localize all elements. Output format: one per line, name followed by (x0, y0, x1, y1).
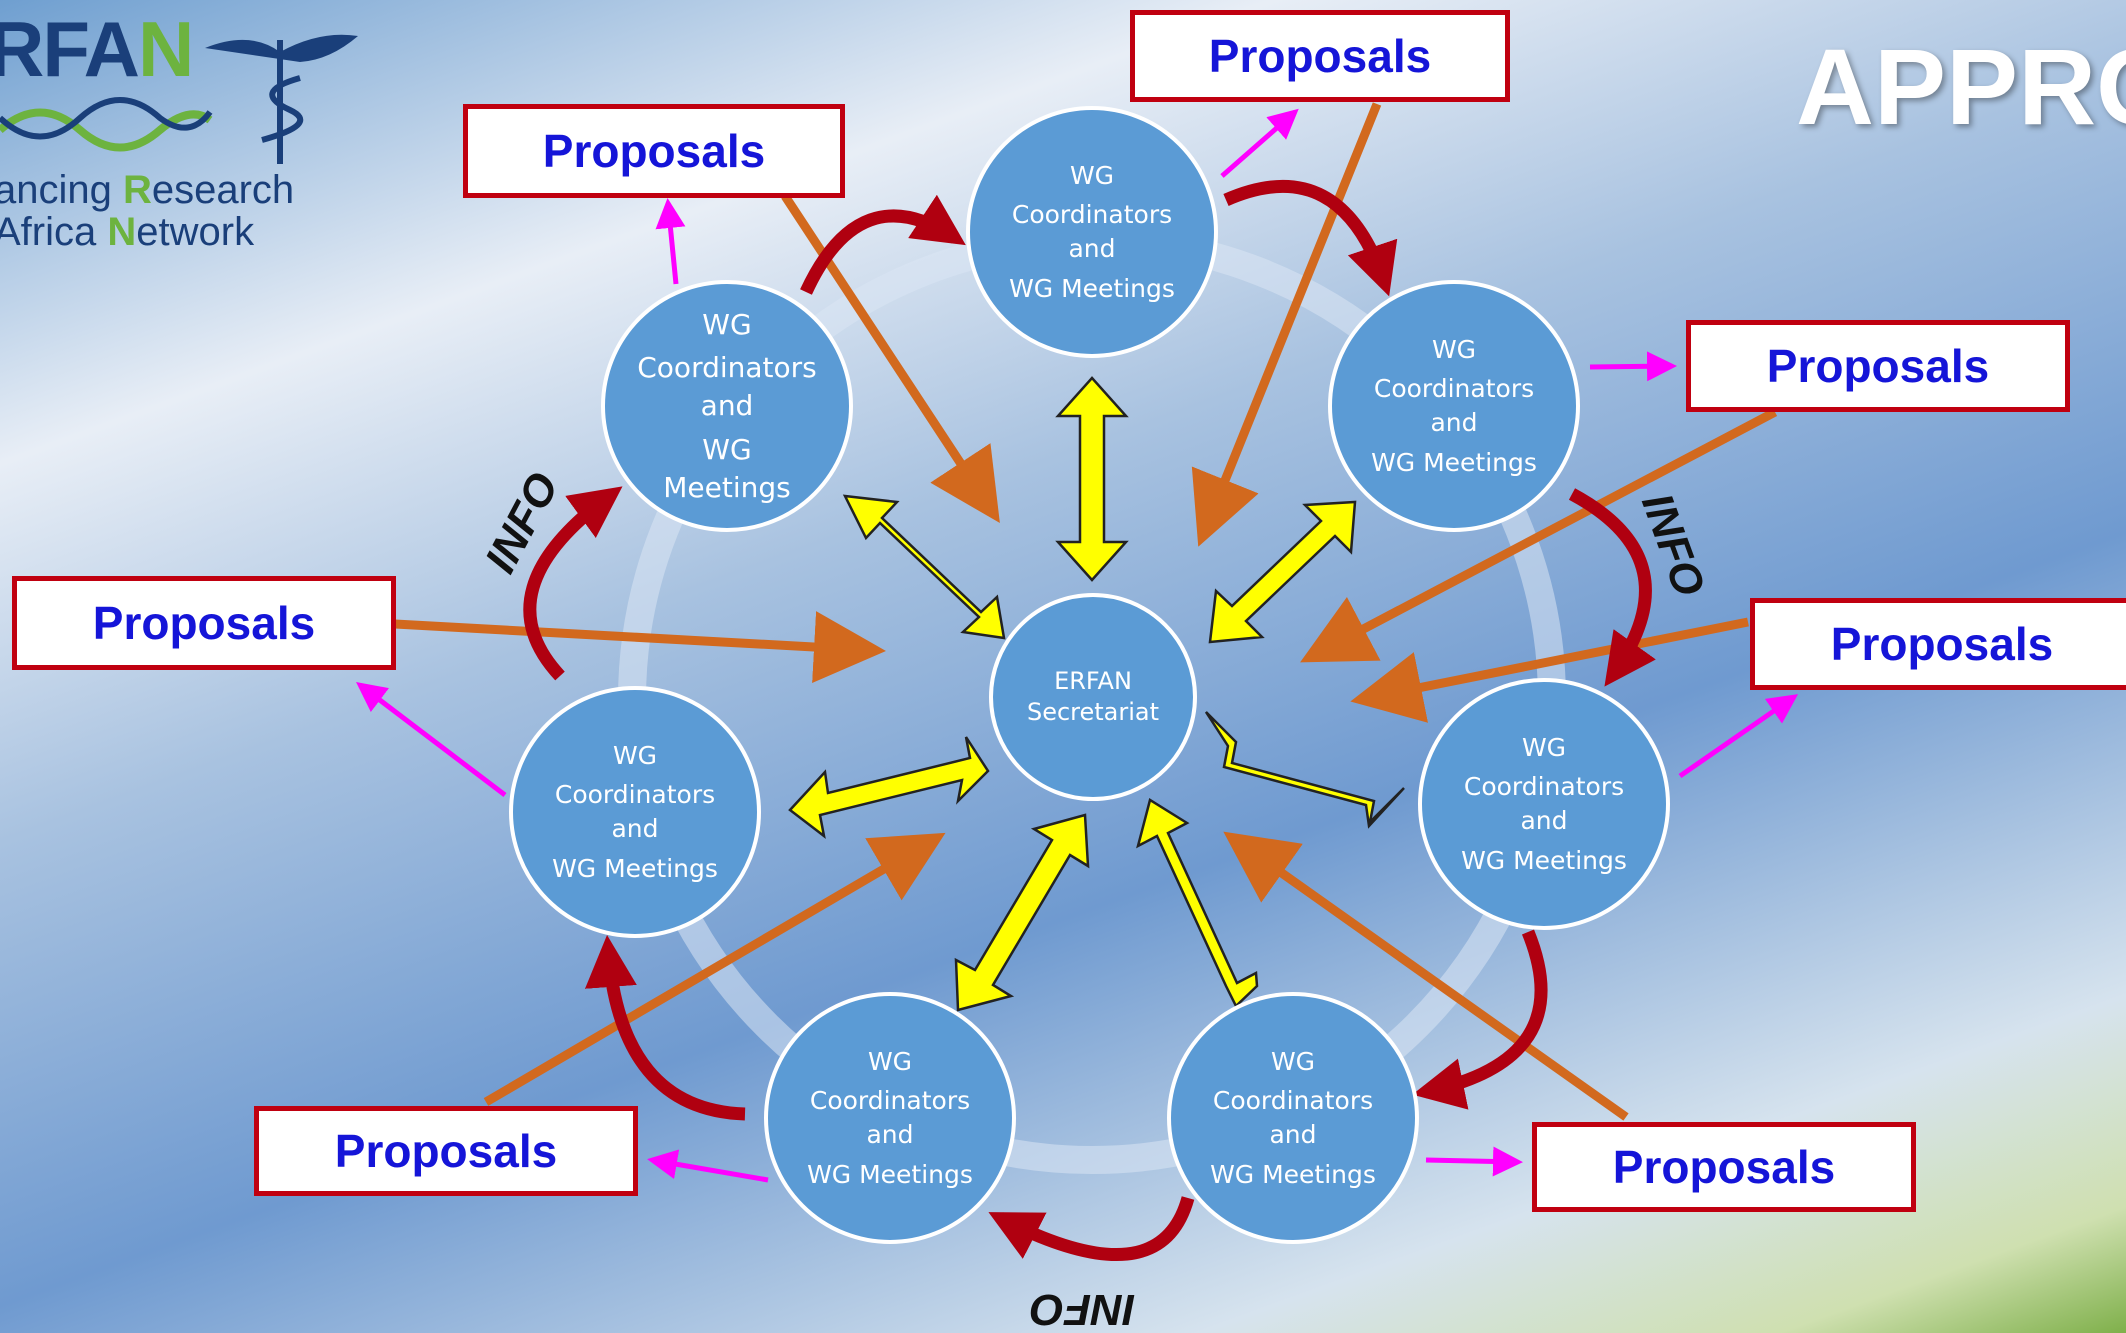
proposals-box-right: Proposals (1750, 598, 2126, 690)
red-curve-2 (1223, 180, 1398, 297)
yellow-arrow-right (1204, 711, 1405, 829)
yellow-double-arrows (788, 376, 1405, 1012)
red-curve-7 (523, 486, 623, 681)
logo-snake (261, 75, 304, 143)
magenta-arrow-1 (655, 198, 686, 285)
orange-arrow-4 (1350, 617, 1749, 723)
yellow-arrow-bottom-right (1136, 798, 1259, 1009)
logo-wordmark: RFAN (0, 5, 194, 93)
orange-arrow-7 (394, 611, 886, 683)
yellow-arrow-top-right (1208, 500, 1357, 644)
center-label-2: Secretariat (1026, 698, 1160, 726)
proposals-box-right-upper: Proposals (1686, 320, 2070, 412)
logo-wings (205, 34, 358, 62)
proposals-box-bottom-left: Proposals (254, 1106, 638, 1196)
orange-proposal-arrows (394, 102, 1778, 1121)
proposals-box-top: Proposals (1130, 10, 1510, 102)
orange-arrow-6 (483, 832, 946, 1106)
red-curve-3 (1568, 488, 1656, 687)
magenta-arrow-4 (1678, 694, 1799, 779)
proposals-box-bottom-right: Proposals (1532, 1122, 1916, 1212)
yellow-arrow-left (788, 736, 990, 839)
magenta-arrow-2 (1220, 108, 1299, 178)
orange-arrow-1 (781, 193, 1000, 524)
red-curve-5 (988, 1196, 1195, 1262)
orange-arrow-3 (1300, 408, 1778, 663)
red-curve-6 (584, 935, 746, 1121)
proposals-box-top-left: Proposals (463, 104, 845, 198)
center-label-1: ERFAN (1054, 666, 1132, 695)
erfan-logo: RFAN ancing Research Africa Network (0, 0, 370, 270)
orange-arrow-5 (1223, 831, 1629, 1121)
logo-helix-blue (0, 97, 213, 140)
proposals-box-left: Proposals (12, 576, 396, 670)
logo-emblem (0, 34, 358, 164)
magenta-output-arrows (356, 108, 1799, 1183)
logo-tagline-2: Africa Network (0, 210, 255, 254)
yellow-arrow-top (1055, 376, 1129, 582)
red-curve-1 (800, 194, 966, 295)
logo-helix-green (0, 108, 213, 152)
magenta-arrow-7 (356, 681, 507, 797)
orange-arrow-2 (1191, 102, 1382, 547)
info-label-bottom: INFO (1030, 1285, 1136, 1333)
yellow-arrow-bottom-left (954, 813, 1090, 1012)
magenta-arrow-5 (1425, 1146, 1523, 1177)
slide-title: APPRO (1796, 26, 2126, 147)
red-info-arrows (523, 180, 1656, 1262)
yellow-arrow-top-left (842, 494, 1006, 640)
erfan-secretariat-node: ERFAN Secretariat (989, 593, 1197, 801)
magenta-arrow-6 (647, 1149, 769, 1183)
magenta-arrow-3 (1589, 351, 1677, 382)
logo-tagline-1: ancing Research (0, 168, 295, 212)
red-curve-4 (1412, 929, 1548, 1110)
